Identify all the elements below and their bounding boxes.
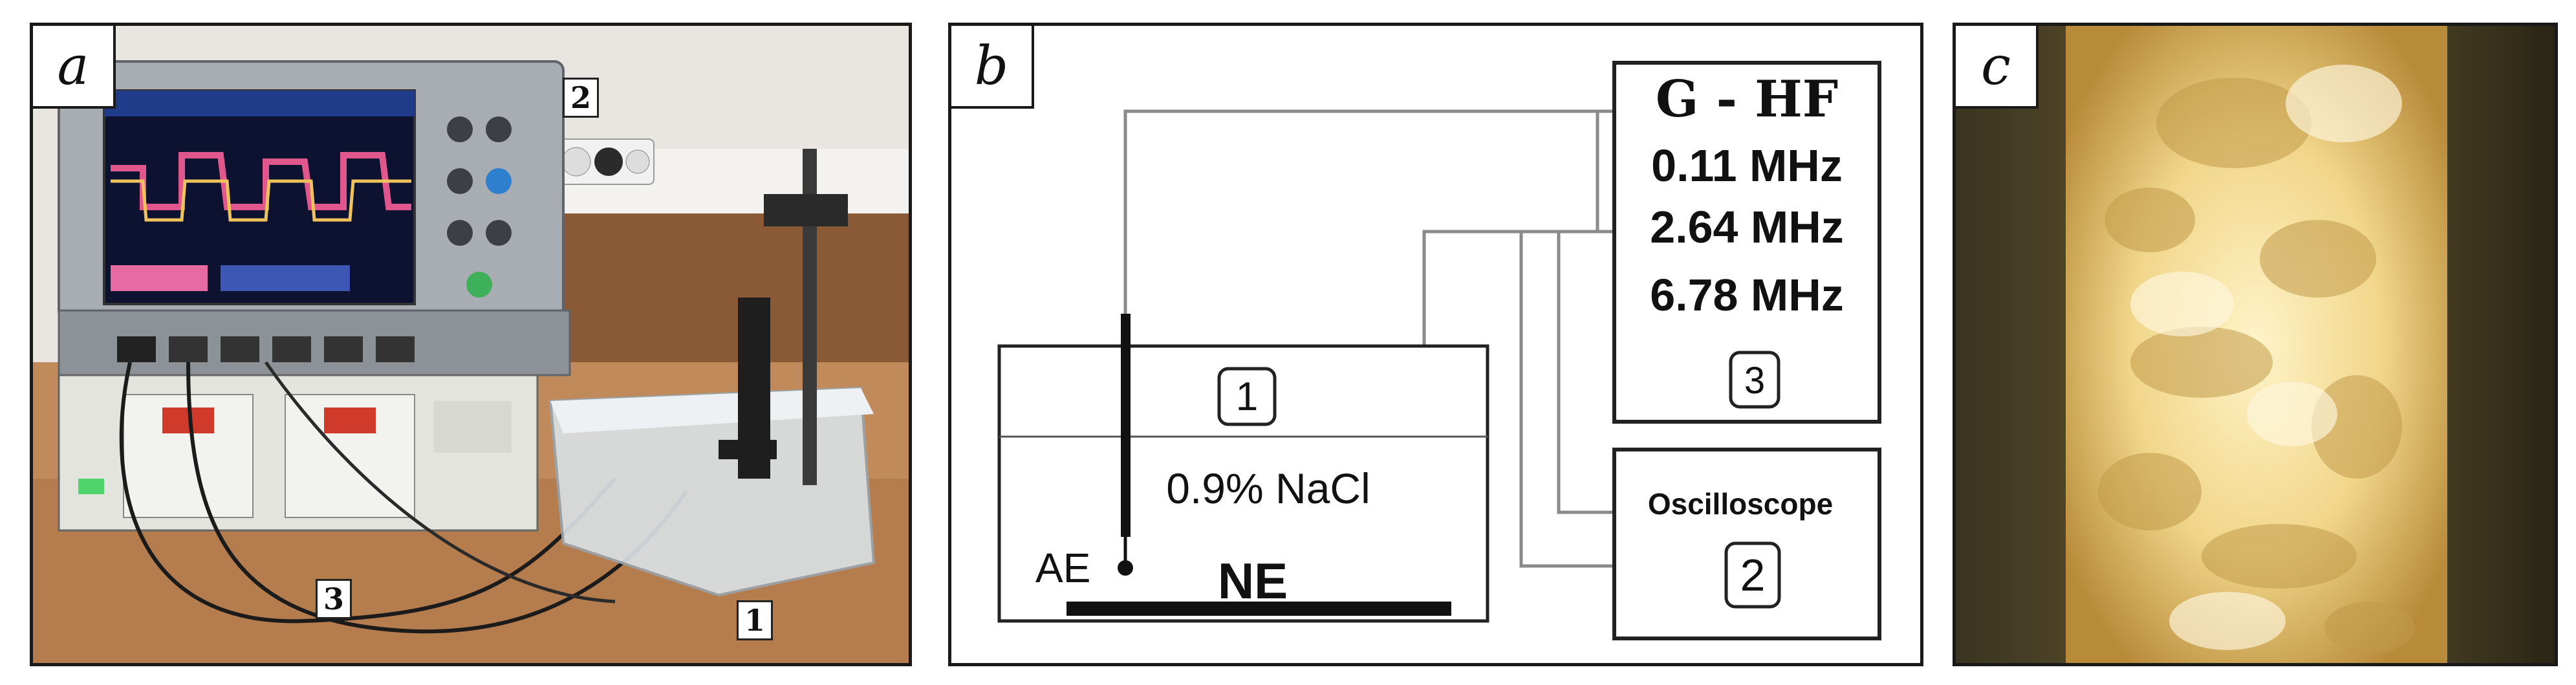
panel-a-letter: a [33, 26, 116, 109]
bath-number: 1 [1236, 375, 1258, 419]
marker-generator: 3 [316, 579, 352, 619]
circuit-schematic: 1 0.9% NaCl AE NE G - HF 0.11 MHz 2.64 M… [997, 61, 1881, 640]
oscilloscope-number: 2 [1740, 550, 1766, 600]
active-electrode-tip [1118, 560, 1133, 576]
active-electrode-label: AE [1035, 545, 1090, 591]
saline-tank [548, 386, 876, 597]
panel-b-letter: b [951, 26, 1034, 109]
wire-osc-2 [1557, 232, 1614, 514]
hf-generator-device [58, 374, 539, 532]
neutral-electrode-label: NE [1218, 552, 1288, 609]
oscilloscope-number-box [1724, 541, 1781, 609]
electrode-holder [719, 149, 848, 485]
cable [119, 362, 617, 624]
generator-number: 3 [1744, 360, 1765, 402]
panel-c-letter: c [1956, 26, 2039, 109]
plasma-texture [2098, 78, 2415, 653]
marker-tank: 1 [737, 600, 773, 640]
neutral-electrode [1066, 602, 1451, 616]
wire-osc-1 [1519, 232, 1614, 568]
generator-freq-1: 0.11 MHz [1651, 140, 1843, 191]
plasma-micrograph [1956, 26, 2555, 663]
panel-a-photo: a [30, 23, 912, 666]
generator-number-box [1729, 351, 1780, 409]
generator-freq-3: 6.78 MHz [1650, 270, 1844, 320]
generator-freq-2: 2.64 MHz [1650, 202, 1844, 252]
panel-c-micrograph: c [1953, 23, 2558, 666]
active-electrode [1121, 314, 1131, 537]
solution-label: 0.9% NaCl [1166, 464, 1370, 512]
oscilloscope-device [58, 60, 571, 376]
wire-ae-to-generator [1123, 109, 1614, 314]
oscilloscope-label: Oscilloscope [1648, 487, 1833, 521]
panel-b-schematic: b 1 0.9% NaCl AE NE G - HF [948, 23, 1923, 666]
setup-photo [33, 26, 909, 663]
marker-oscilloscope: 2 [563, 78, 599, 118]
bath-number-box [1217, 367, 1277, 426]
signal-trace [111, 152, 411, 210]
generator-title: G - HF [1656, 70, 1838, 129]
